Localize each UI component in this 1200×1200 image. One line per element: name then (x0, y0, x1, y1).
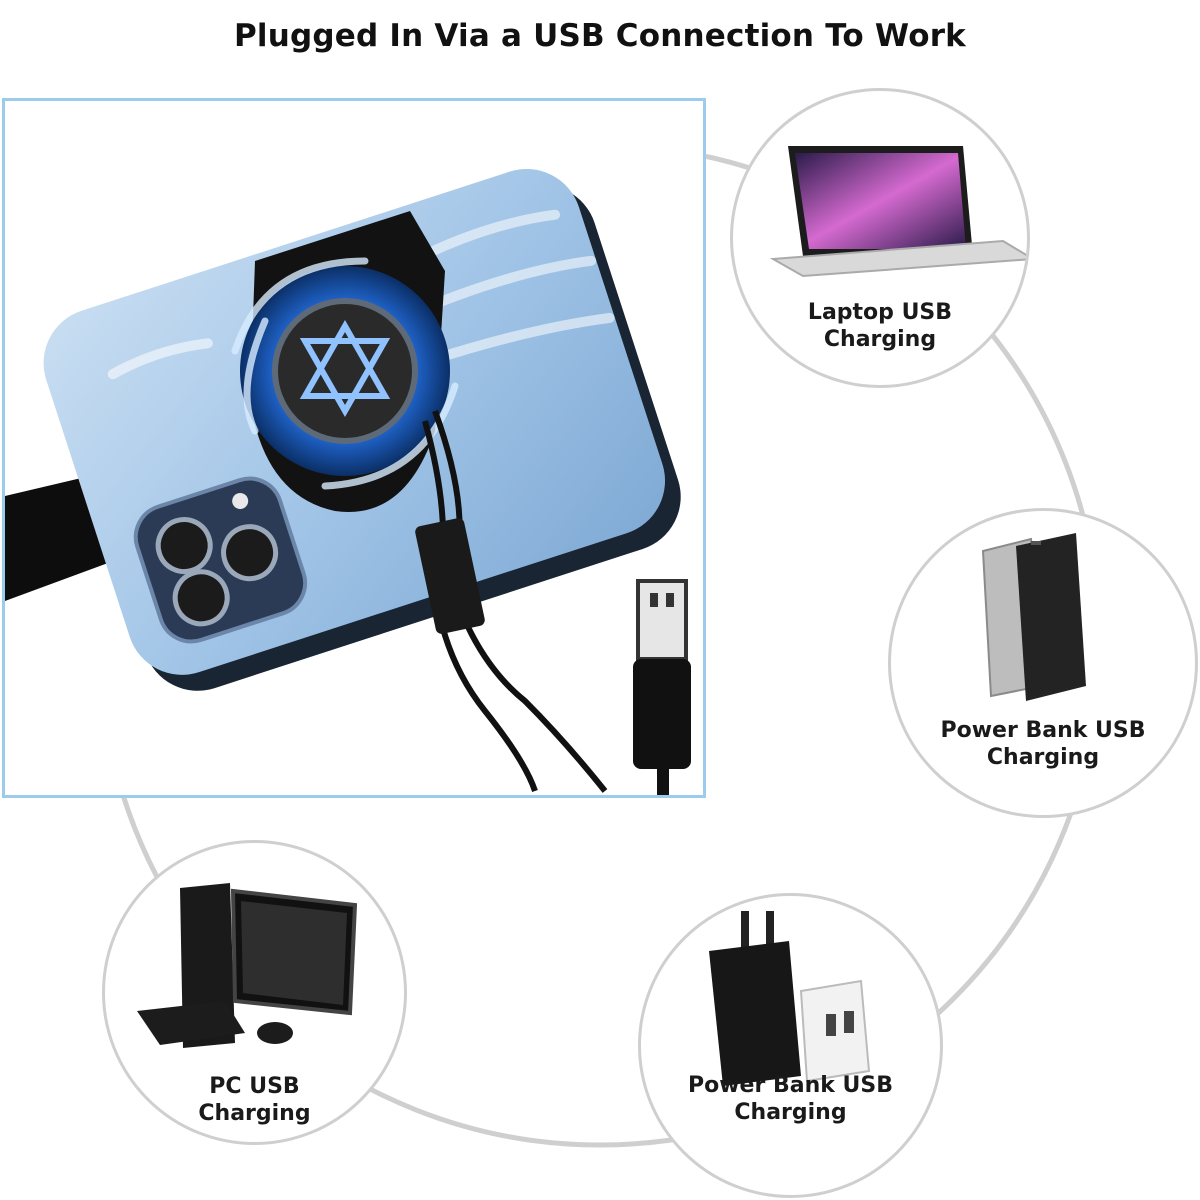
source-bubble-adapter: Power Bank USB Charging (638, 893, 943, 1198)
phone-cooler-illustration (5, 168, 691, 795)
camera-lens-icon (155, 517, 213, 575)
source-bubble-powerbank: Power Bank USB Charging (888, 508, 1198, 818)
source-label-line1: PC USB (209, 1074, 300, 1099)
source-label-line1: Power Bank USB (940, 718, 1146, 743)
camera-lens-icon (172, 569, 230, 627)
flash-icon (232, 493, 249, 510)
source-label-line1: Laptop USB (807, 300, 953, 325)
power-bank-icon (981, 533, 1086, 701)
wall-adapter-icon (709, 911, 871, 1086)
product-photo-frame (2, 98, 706, 798)
phone-cooler-fan-icon (231, 211, 459, 512)
source-label-line2: Charging (986, 745, 1100, 770)
source-label-line2: Charging (823, 327, 937, 352)
source-bubble-pc: PC USB Charging (102, 840, 407, 1145)
camera-lens-icon (221, 524, 279, 582)
source-label-line2: Charging (734, 1100, 847, 1125)
usb-cable-icon (432, 409, 608, 793)
desktop-pc-icon (137, 883, 358, 1048)
source-bubble-laptop: Laptop USB Charging (730, 88, 1030, 388)
laptop-icon (769, 146, 1027, 278)
source-label-line1: Power Bank USB (687, 1073, 894, 1098)
usb-a-plug-icon (633, 579, 691, 795)
page-title: Plugged In Via a USB Connection To Work (233, 18, 967, 54)
source-label-line2: Charging (198, 1101, 311, 1126)
